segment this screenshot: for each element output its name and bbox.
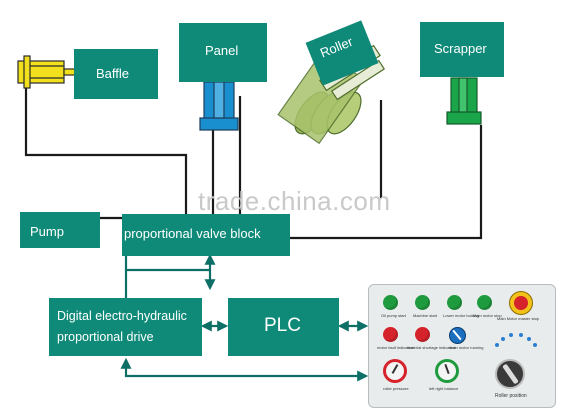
roller-pressure-dial[interactable] xyxy=(383,359,407,383)
dial-pointer xyxy=(444,363,450,375)
baffle-cylinder xyxy=(17,55,77,89)
material-shortage-text: material shortage indication xyxy=(407,345,456,350)
plc-box: PLC xyxy=(228,298,339,356)
main-motor-stop-light[interactable] xyxy=(477,295,492,310)
valve-block-box: proportional valve block xyxy=(122,214,290,256)
drive-feedback-line xyxy=(120,357,369,382)
panel-label: Panel xyxy=(205,43,239,58)
baffle-box: Baffle xyxy=(74,49,158,99)
knob-indicator xyxy=(452,329,462,341)
roller-label: Roller xyxy=(317,33,355,61)
watermark: trade.china.com xyxy=(198,186,391,216)
machine-start-light[interactable] xyxy=(415,295,430,310)
selector-handle xyxy=(502,363,519,385)
panel-cylinder xyxy=(199,81,239,131)
master-stop-text: Main Motor master stop xyxy=(497,316,540,321)
master-stop-cap xyxy=(514,296,528,310)
plc-label: PLC xyxy=(264,315,301,336)
main-motor-running-knob[interactable] xyxy=(449,327,466,344)
master-stop-button[interactable] xyxy=(509,291,533,315)
roller-position-selector[interactable] xyxy=(495,359,525,389)
drive-label-line1: Digital electro-hydraulic xyxy=(57,309,187,323)
main-motor-stop-text: Main motor stop xyxy=(473,313,502,318)
oil-pump-start-text: Oil pump start xyxy=(381,313,406,318)
lower-motor-locking-light[interactable] xyxy=(447,295,462,310)
scrapper-box: Scrapper xyxy=(420,22,504,77)
valve-block-label: proportional valve block xyxy=(124,226,261,241)
left-right-balance-text: left right balance xyxy=(429,386,459,391)
scrapper-cylinder xyxy=(446,77,482,125)
scrapper-control-line xyxy=(290,125,483,240)
valve-feedback-line xyxy=(124,255,210,272)
motor-fault-text: motor fault indication xyxy=(377,345,414,350)
left-right-balance-dial[interactable] xyxy=(435,359,459,383)
material-shortage-light[interactable] xyxy=(415,327,430,342)
roller-pressure-text: roller pressure xyxy=(383,386,409,391)
panel-box: Panel xyxy=(179,23,267,82)
hydraulic-drive-box: Digital electro-hydraulic proportional d… xyxy=(49,298,202,356)
control-panel: Oil pump start Machine start Lower motor… xyxy=(368,284,556,408)
oil-pump-start-light[interactable] xyxy=(383,295,398,310)
main-motor-running-text: main motor running xyxy=(449,345,484,350)
roller-position-indicator-dots xyxy=(489,333,545,353)
lower-motor-locking-text: Lower motor locking xyxy=(443,313,479,318)
machine-start-text: Machine start xyxy=(413,313,438,318)
baffle-label: Baffle xyxy=(96,66,130,81)
scrapper-label: Scrapper xyxy=(434,41,487,56)
baffle-control-line xyxy=(24,85,188,214)
pump-label: Pump xyxy=(30,224,64,239)
dial-pointer xyxy=(391,364,399,374)
drive-label-line2: proportional drive xyxy=(57,330,154,344)
motor-fault-light[interactable] xyxy=(383,327,398,342)
roller-position-text: Roller position xyxy=(495,393,527,399)
pump-box: Pump xyxy=(20,212,100,248)
